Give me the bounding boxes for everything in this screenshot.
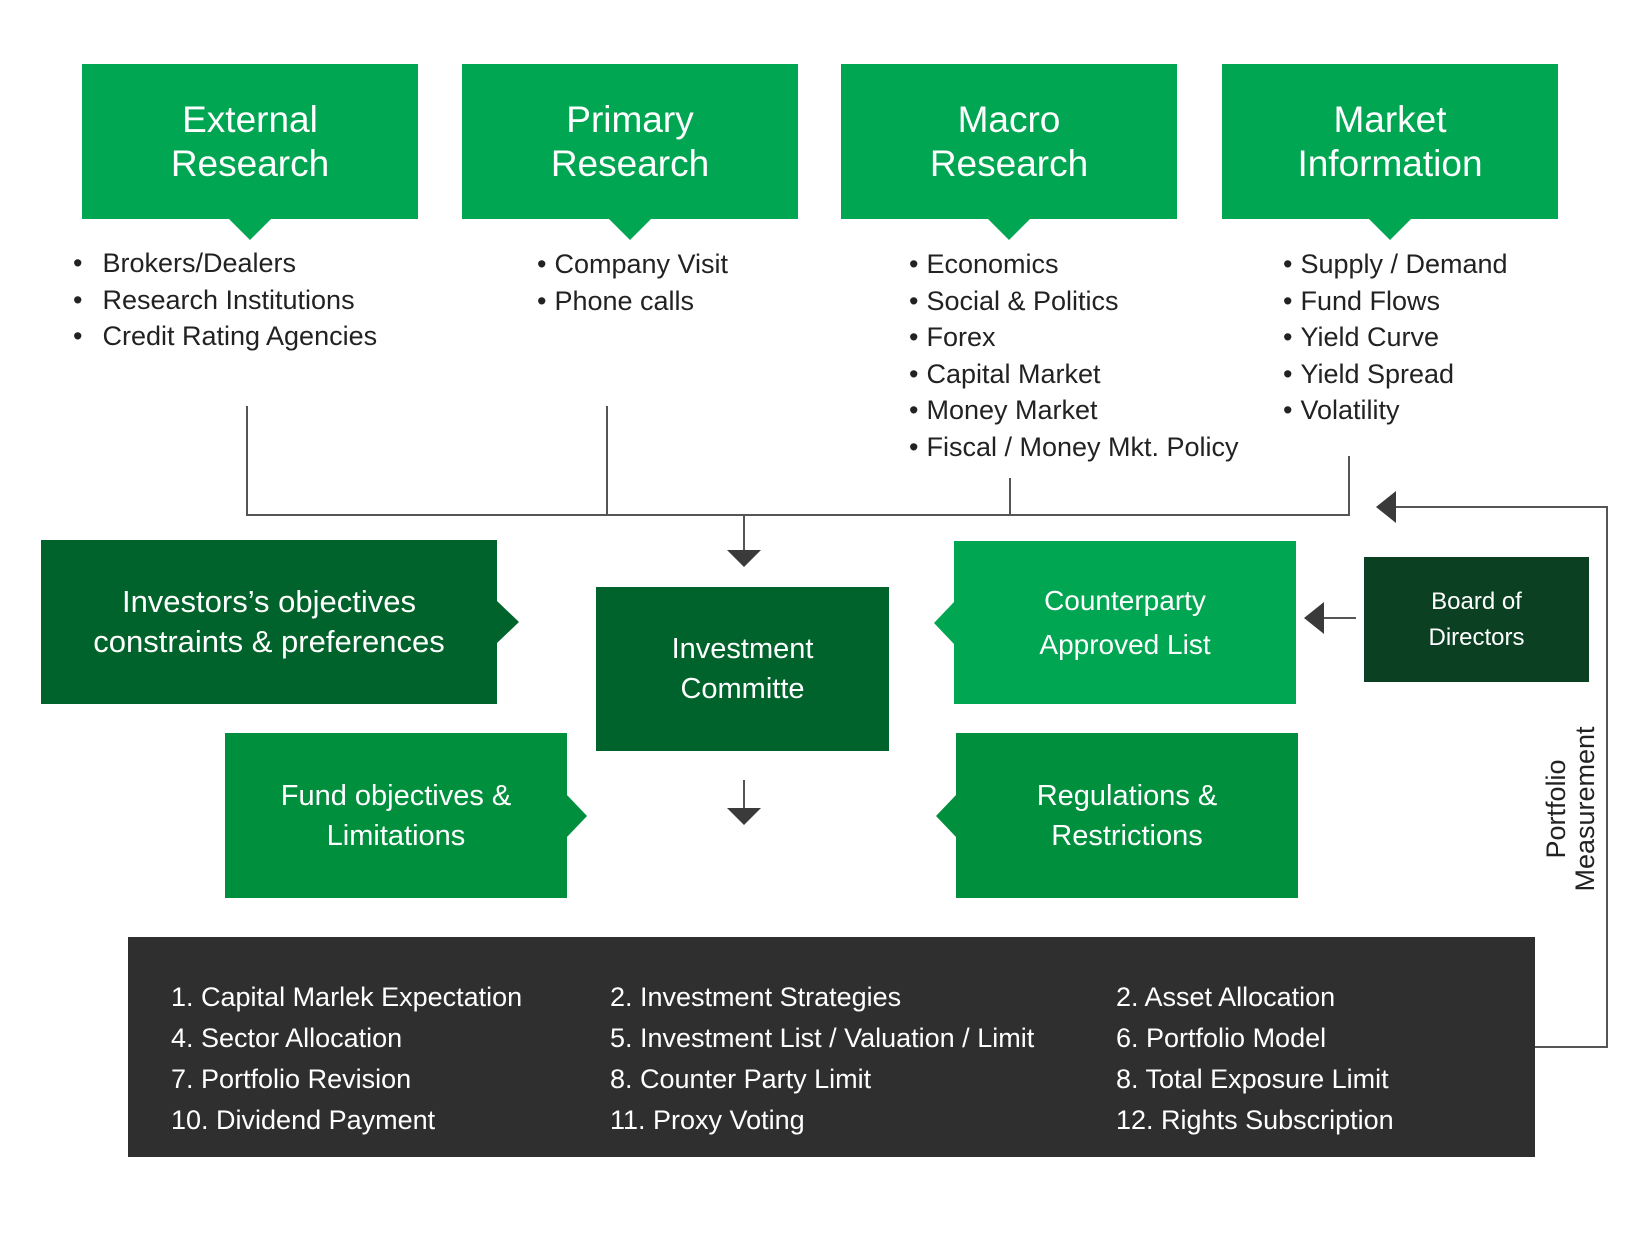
external-research-box: External Research — [82, 64, 418, 240]
outputs-panel: 1. Capital Marlek Expectation 4. Sector … — [128, 937, 1535, 1157]
primary-research-title-line-1: Primary — [566, 98, 694, 140]
primary-research-title-line-2: Research — [550, 142, 710, 184]
external-research-list: Brokers/Dealers Research Institutions Cr… — [73, 245, 377, 355]
connector-macro — [1009, 478, 1011, 516]
output-item: 5. Investment List / Valuation / Limit — [610, 1023, 1035, 1053]
list-item: Volatility — [1283, 392, 1508, 429]
list-item: Forex — [909, 319, 1239, 356]
outputs-column-3: 2. Asset Allocation 6. Portfolio Model 8… — [1116, 977, 1394, 1141]
regulations-box: Regulations & Restrictions — [936, 733, 1298, 898]
primary-research-list: Company Visit Phone calls — [537, 246, 728, 319]
arrow-down-icon — [727, 808, 761, 825]
list-item: Yield Spread — [1283, 356, 1508, 393]
output-item: 8. Counter Party Limit — [610, 1064, 872, 1094]
primary-research-box: Primary Research — [462, 64, 798, 240]
outputs-column-2: 2. Investment Strategies 5. Investment L… — [610, 977, 1034, 1141]
list-item: Phone calls — [537, 283, 728, 320]
board-connector — [1322, 617, 1356, 619]
output-item: 2. Investment Strategies — [610, 982, 902, 1012]
output-item: 4. Sector Allocation — [171, 1023, 403, 1053]
portfolio-measurement-line-1: Portfolio — [1541, 759, 1571, 859]
output-item: 8. Total Exposure Limit — [1116, 1064, 1389, 1094]
market-information-pointer — [1369, 219, 1411, 240]
board-of-directors-box: Board of Directors — [1364, 557, 1589, 682]
counterparty-pointer — [934, 601, 954, 644]
output-item: 7. Portfolio Revision — [171, 1064, 412, 1094]
regulations-line-2: Restrictions — [1051, 819, 1203, 852]
list-item: Capital Market — [909, 356, 1239, 393]
list-item: Credit Rating Agencies — [73, 318, 377, 355]
list-item: Research Institutions — [73, 282, 377, 319]
counterparty-line-2: Approved List — [1039, 628, 1211, 660]
outputs-column-1: 1. Capital Marlek Expectation 4. Sector … — [171, 977, 522, 1141]
external-research-title-line-2: Research — [170, 142, 330, 184]
connector-primary — [606, 406, 608, 516]
regulations-line-1: Regulations & — [1036, 779, 1218, 812]
investment-committee-box: Investment Committe — [596, 587, 889, 751]
fund-objectives-line-2: Limitations — [326, 819, 466, 852]
investors-objectives-line-2: constraints & preferences — [93, 624, 445, 659]
list-item: Fiscal / Money Mkt. Policy — [909, 429, 1238, 466]
connector-market — [1348, 456, 1350, 516]
fund-objectives-pointer — [567, 794, 587, 837]
counterparty-approved-list-box: Counterparty Approved List — [934, 541, 1296, 704]
macro-research-title-line-1: Macro — [957, 98, 1061, 140]
list-item: Money Market — [909, 392, 1239, 429]
counterparty-line-1: Counterparty — [1044, 584, 1206, 616]
investors-objectives-line-1: Investors’s objectives — [121, 584, 417, 619]
list-item: Social & Politics — [909, 283, 1239, 320]
investment-committee-line-2: Committe — [680, 673, 805, 705]
portfolio-measurement-label: Portfolio Measurement — [1541, 719, 1600, 899]
feedback-vertical-line — [1606, 506, 1608, 1048]
investors-objectives-pointer — [497, 601, 519, 643]
external-research-title-line-1: External — [182, 98, 318, 140]
connector-horizontal — [246, 514, 1350, 516]
feedback-top-line — [1396, 506, 1608, 508]
committee-down-connector — [743, 780, 745, 808]
output-item: 11. Proxy Voting — [610, 1105, 805, 1135]
list-item: Economics — [909, 246, 1239, 283]
external-research-pointer — [229, 219, 271, 240]
feedback-bottom-line — [1534, 1046, 1608, 1048]
market-information-title-line-2: Information — [1297, 142, 1483, 184]
output-item: 12. Rights Subscription — [1116, 1105, 1394, 1135]
regulations-pointer — [936, 794, 956, 837]
connector-down — [743, 514, 745, 552]
portfolio-measurement-line-2: Measurement — [1570, 726, 1600, 892]
fund-objectives-box: Fund objectives & Limitations — [225, 733, 587, 898]
macro-research-title-line-2: Research — [929, 142, 1089, 184]
fund-objectives-line-1: Fund objectives & — [280, 779, 512, 812]
macro-research-list: Economics Social & Politics Forex Capita… — [909, 246, 1239, 466]
investment-committee-line-1: Investment — [671, 633, 814, 665]
primary-research-pointer — [609, 219, 651, 240]
output-item: 6. Portfolio Model — [1116, 1023, 1327, 1053]
market-information-title-line-1: Market — [1333, 98, 1447, 140]
list-item: Fund Flows — [1283, 283, 1508, 320]
board-line-2: Directors — [1428, 623, 1525, 651]
feedback-arrow-icon — [1376, 491, 1396, 523]
arrow-down-icon — [727, 550, 761, 567]
arrow-left-icon — [1304, 602, 1324, 634]
list-item: Brokers/Dealers — [73, 245, 377, 282]
board-line-1: Board of — [1431, 587, 1522, 615]
macro-research-box: Macro Research — [841, 64, 1177, 240]
output-item: 10. Dividend Payment — [171, 1105, 436, 1135]
investors-objectives-box: Investors’s objectives constraints & pre… — [41, 540, 519, 704]
connector-external — [246, 406, 248, 516]
list-item: Company Visit — [537, 246, 728, 283]
macro-research-pointer — [988, 219, 1030, 240]
list-item: Supply / Demand — [1283, 246, 1507, 283]
market-information-box: Market Information — [1222, 64, 1558, 240]
output-item: 2. Asset Allocation — [1116, 982, 1336, 1012]
market-information-list: Supply / Demand Fund Flows Yield Curve Y… — [1283, 246, 1508, 429]
output-item: 1. Capital Marlek Expectation — [171, 982, 523, 1012]
list-item: Yield Curve — [1283, 319, 1508, 356]
